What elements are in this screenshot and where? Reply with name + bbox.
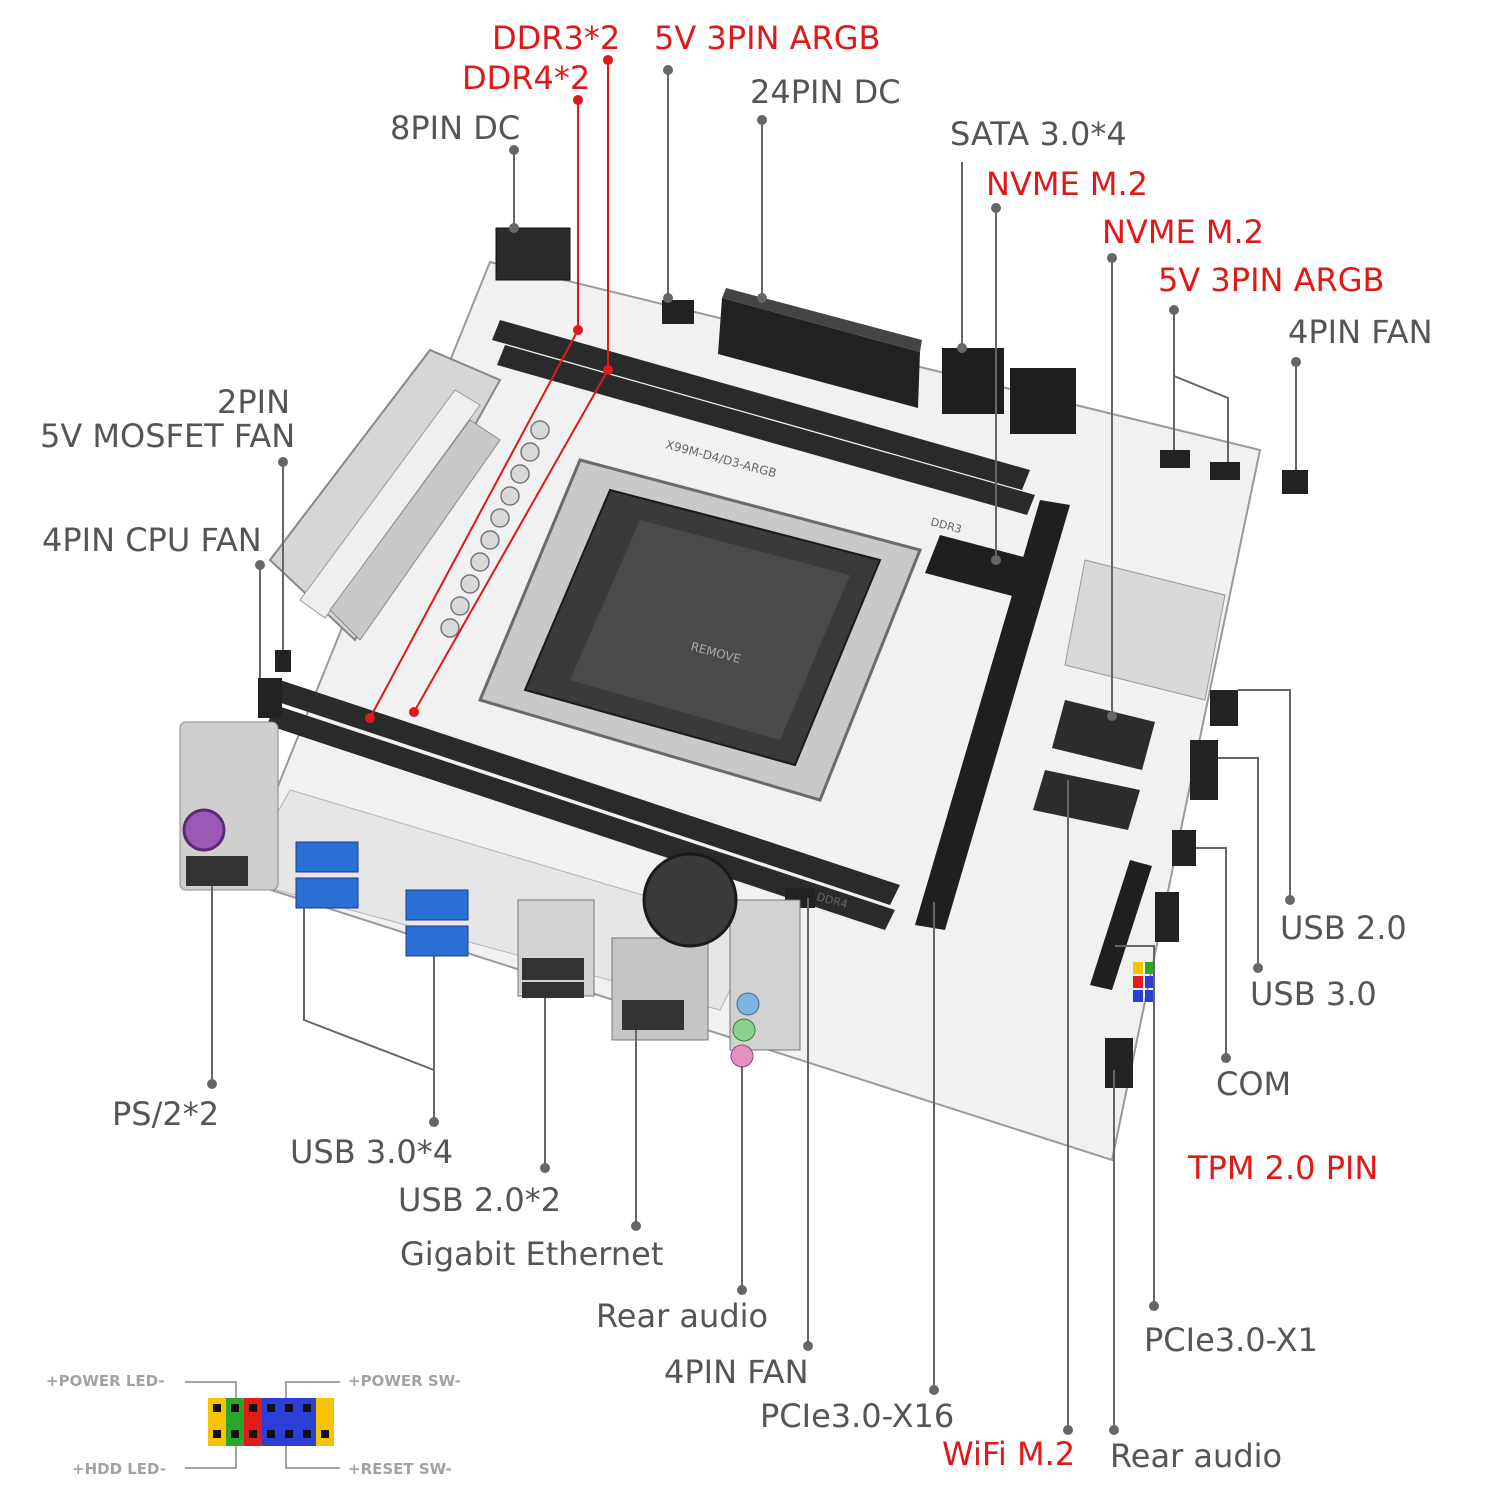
label-4pin-fan-right: 4PIN FAN xyxy=(1288,313,1433,351)
vrm-capacitors xyxy=(440,420,550,638)
label-4pin-fan-bottom: 4PIN FAN xyxy=(664,1353,809,1391)
usb20-header xyxy=(1210,690,1238,726)
usb3-port-c xyxy=(405,889,469,921)
audio-jack-blue xyxy=(736,992,760,1016)
label-ddr3: DDR3*2 xyxy=(492,19,621,57)
label-usb20-header: USB 2.0 xyxy=(1280,909,1407,947)
24pin-connector xyxy=(718,288,922,408)
label-nvme-1: NVME M.2 xyxy=(986,165,1148,203)
label-usb20x2: USB 2.0*2 xyxy=(398,1181,562,1219)
front-panel-pins-board xyxy=(1133,962,1155,1002)
pcie-x1-slot xyxy=(1090,860,1152,990)
nvme-slot-3 xyxy=(1033,770,1140,830)
cpu-fan-header xyxy=(258,678,282,718)
label-usb30x4: USB 3.0*4 xyxy=(290,1133,454,1171)
label-ddr4: DDR4*2 xyxy=(462,59,591,97)
legend-power-led: +POWER LED- xyxy=(46,1372,165,1390)
rear-io xyxy=(179,721,801,1068)
label-pcie-x1: PCIe3.0-X1 xyxy=(1144,1321,1318,1359)
front-panel-legend-graphic xyxy=(185,1381,340,1469)
8pin-connector xyxy=(495,227,571,281)
pcie-x16-slot xyxy=(915,500,1070,930)
mosfet-fan-header xyxy=(275,650,291,672)
label-argb-right: 5V 3PIN ARGB xyxy=(1158,261,1385,299)
label-ps2: PS/2*2 xyxy=(112,1095,220,1133)
label-pcie-x16: PCIe3.0-X16 xyxy=(760,1397,955,1435)
sata-connector-b xyxy=(1010,368,1076,434)
usb3-port-d xyxy=(405,925,469,957)
argb-header-top xyxy=(662,300,694,324)
leader-dots-gray xyxy=(207,65,1301,1435)
label-tpm: TPM 2.0 PIN xyxy=(1188,1149,1379,1187)
label-cpu-fan: 4PIN CPU FAN xyxy=(42,521,262,559)
usb3-port-a xyxy=(295,841,359,873)
legend-hdd-led: +HDD LED- xyxy=(72,1460,167,1478)
label-rear-audio-2: Rear audio xyxy=(1110,1437,1283,1475)
vrm-heatsink xyxy=(268,348,502,642)
cpu-socket: REMOVE xyxy=(477,458,923,802)
argb-header-a xyxy=(1160,450,1190,468)
ps2-port xyxy=(182,808,226,852)
usb2-port-block xyxy=(517,899,595,997)
sata-connector-a xyxy=(942,348,1004,414)
label-argb-top: 5V 3PIN ARGB xyxy=(654,19,881,57)
ddr-slots-top xyxy=(492,320,1035,515)
label-sata: SATA 3.0*4 xyxy=(950,115,1127,153)
ddr-slots-bottom xyxy=(267,680,900,930)
legend-power-sw: +POWER SW- xyxy=(348,1372,461,1390)
rear-audio-header xyxy=(1105,1038,1133,1088)
label-rear-audio-1: Rear audio xyxy=(596,1297,769,1335)
label-8pin: 8PIN DC xyxy=(390,109,521,147)
label-mosfet-fan-line2: 5V MOSFET FAN xyxy=(40,417,296,455)
tpm-header xyxy=(1155,892,1179,942)
label-nvme-2: NVME M.2 xyxy=(1102,213,1264,251)
argb-header-b xyxy=(1210,462,1240,480)
com-header xyxy=(1172,830,1196,866)
label-ethernet: Gigabit Ethernet xyxy=(400,1235,664,1273)
motherboard-illustration: REMOVE X99M-D4/D3-ARGB DDR3 DDR4 xyxy=(179,227,1308,1162)
leader-lines-gray xyxy=(211,70,1297,1430)
label-wifi: WiFi M.2 xyxy=(942,1435,1076,1473)
legend-reset-sw: +RESET SW- xyxy=(348,1460,452,1478)
chipset-heatsink xyxy=(1064,559,1226,701)
leader-dots-red xyxy=(365,55,613,723)
label-mosfet-fan-line1: 2PIN xyxy=(216,383,290,421)
fan-header-right xyxy=(1282,470,1308,494)
audio-jack-green xyxy=(732,1018,756,1042)
nvme-slot-2 xyxy=(1052,700,1155,770)
label-24pin: 24PIN DC xyxy=(750,73,901,111)
audio-jack-pink xyxy=(730,1044,754,1068)
nvme-slot-1 xyxy=(925,535,1035,598)
usb30-header xyxy=(1190,740,1218,800)
usb3-port-b xyxy=(295,877,359,909)
label-com: COM xyxy=(1216,1065,1292,1103)
label-usb30-header: USB 3.0 xyxy=(1250,975,1377,1013)
cmos-battery xyxy=(642,852,738,948)
